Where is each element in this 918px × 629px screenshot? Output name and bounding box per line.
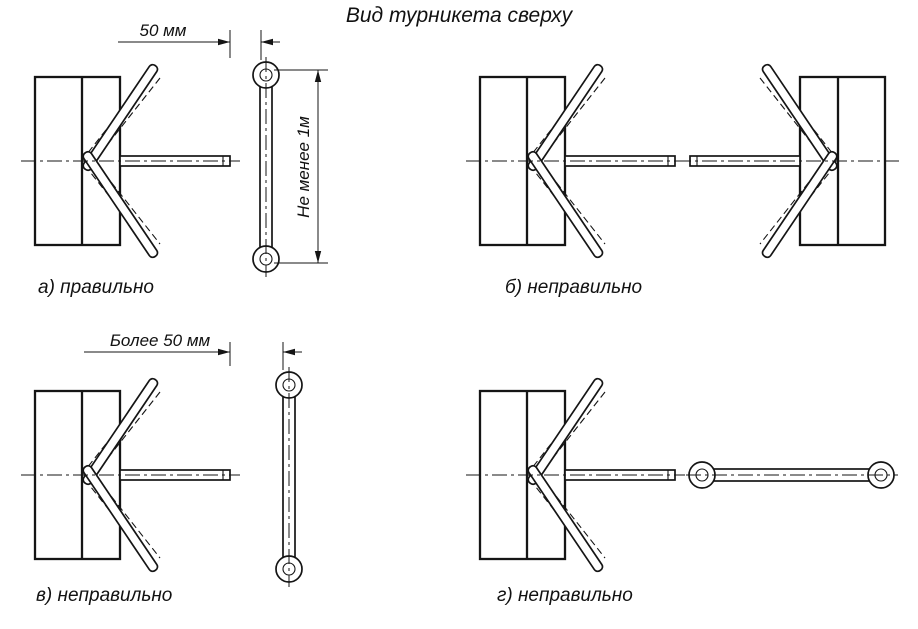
panel-g-drawing: г) неправильно [464,375,898,606]
barrier-rail-a [252,56,280,278]
dim-min-1m-label: Не менее 1м [294,116,313,218]
panel-a-drawing: 50 мм Не менее 1м а) правильно [19,21,328,298]
panel-v-label: в) неправильно [36,585,172,606]
panel-a-label: а) правильно [38,277,154,298]
panel-v-drawing: Более 50 мм в) неправильно [19,331,303,606]
turnstile-b-right [678,61,901,261]
dim-50mm-label: 50 мм [140,21,187,40]
diagram-title: Вид турникета сверху [346,4,574,27]
barrier-rail-v [275,366,303,588]
turnstile-b-left [464,61,687,261]
dimension-more-50mm: Более 50 мм [84,331,302,370]
dimension-50mm: 50 мм [118,21,280,60]
barrier-rail-g [686,461,898,489]
panel-b-drawing: б) неправильно [464,61,901,298]
panel-g-label: г) неправильно [497,585,633,606]
panel-b-label: б) неправильно [505,277,642,298]
turnstile-a [19,61,242,261]
turnstile-g [464,375,687,575]
dim-more-50mm-label: Более 50 мм [110,331,211,350]
turnstile-v [19,375,242,575]
dimension-min-1m: Не менее 1м [274,69,328,264]
